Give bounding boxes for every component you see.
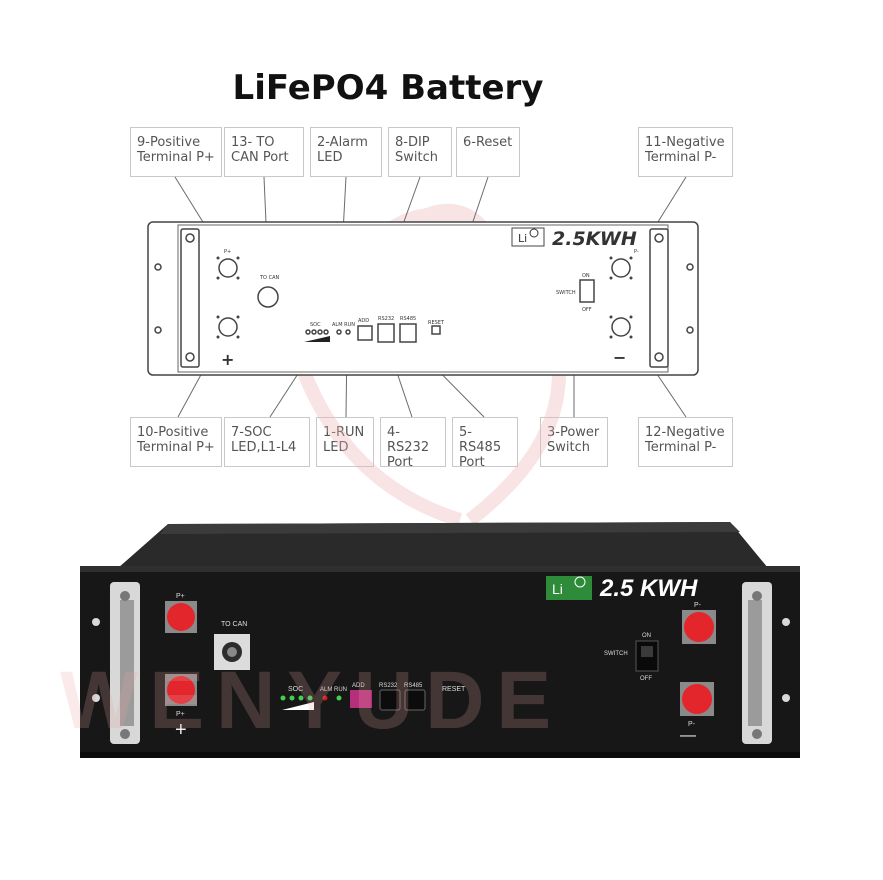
watermark-text: WENYUDE — [60, 655, 563, 746]
photo-to-can-label: TO CAN — [221, 621, 247, 628]
photo-reset-label: RESET — [442, 686, 466, 693]
diagram-rs485-label: RS485 — [400, 316, 416, 322]
callout-rs232-port: 4-RS232 Port — [380, 417, 446, 470]
diagram-add-label: ADD — [358, 318, 369, 324]
photo-rs485-label: RS485 — [404, 683, 423, 689]
callout-to-can-port: 13- TO CAN Port — [224, 127, 304, 177]
diagram-alm-run-label: ALM RUN — [332, 322, 355, 328]
diagram-li-text: Li — [518, 232, 527, 245]
diagram-terminal-studs — [216, 256, 633, 339]
diagram-off-label: OFF — [582, 307, 592, 313]
callout-power-switch: 3-Power Switch — [540, 417, 608, 467]
callout-negative-terminal-bottom: 12-Negative Terminal P- — [638, 417, 733, 467]
callout-negative-terminal-top: 11-Negative Terminal P- — [638, 127, 733, 177]
photo-capacity-label: 2.5 KWH — [599, 575, 698, 602]
photo-on-label: ON — [642, 633, 651, 639]
diagram-p-pos-label: P+ — [224, 249, 231, 255]
callout-soc-led: 7-SOC LED,L1-L4 — [224, 417, 310, 467]
photo-p-neg-bottom-label: P- — [688, 721, 696, 728]
photo-li-text: Li — [552, 581, 563, 597]
photo-add-label: ADD — [352, 683, 365, 689]
callout-positive-terminal-top: 9-Positive Terminal P+ — [130, 127, 222, 177]
callout-alarm-led: 2-Alarm LED — [310, 127, 382, 177]
battery-photo — [80, 522, 800, 758]
diagram-on-label: ON — [582, 273, 590, 279]
diagram-minus-sign: − — [613, 348, 626, 367]
diagram-soc-wedge — [304, 336, 330, 342]
callout-positive-terminal-bottom: 10-Positive Terminal P+ — [130, 417, 222, 467]
diagram-switch-label: SWITCH — [556, 290, 576, 296]
diagram-plus-sign: + — [221, 350, 234, 369]
photo-off-label: OFF — [640, 676, 652, 682]
photo-p-pos-bottom-label: P+ — [176, 711, 185, 718]
callout-reset: 6-Reset — [456, 127, 520, 177]
photo-p-pos-top-label: P+ — [176, 593, 185, 600]
photo-soc-label: SOC — [288, 686, 303, 693]
diagram-reset-label: RESET — [428, 320, 445, 326]
photo-p-neg-top-label: P- — [694, 602, 702, 609]
diagram-li-badge: Li — [511, 227, 545, 247]
photo-li-badge: Li — [546, 576, 592, 600]
diagram-capacity-label: 2.5KWH — [552, 228, 637, 250]
callout-run-led: 1-RUN LED — [316, 417, 374, 467]
photo-rs232-label: RS232 — [379, 683, 398, 689]
photo-alm-run-label: ALM RUN — [320, 687, 347, 693]
callout-rs485-port: 5-RS485 Port — [452, 417, 518, 470]
photo-switch-label: SWITCH — [604, 651, 628, 657]
diagram-rs232-label: RS232 — [378, 316, 394, 322]
diagram-soc-label: SOC — [310, 322, 321, 328]
page-title: LiFePO4 Battery — [232, 68, 544, 108]
diagram-p-neg-label: P- — [634, 249, 639, 255]
diagram-to-can-label: TO CAN — [259, 275, 279, 281]
diagram-front-panel — [147, 221, 699, 376]
photo-plus-sign: + — [175, 719, 187, 741]
callout-dip-switch: 8-DIP Switch — [388, 127, 452, 177]
photo-minus-sign: — — [680, 727, 696, 744]
